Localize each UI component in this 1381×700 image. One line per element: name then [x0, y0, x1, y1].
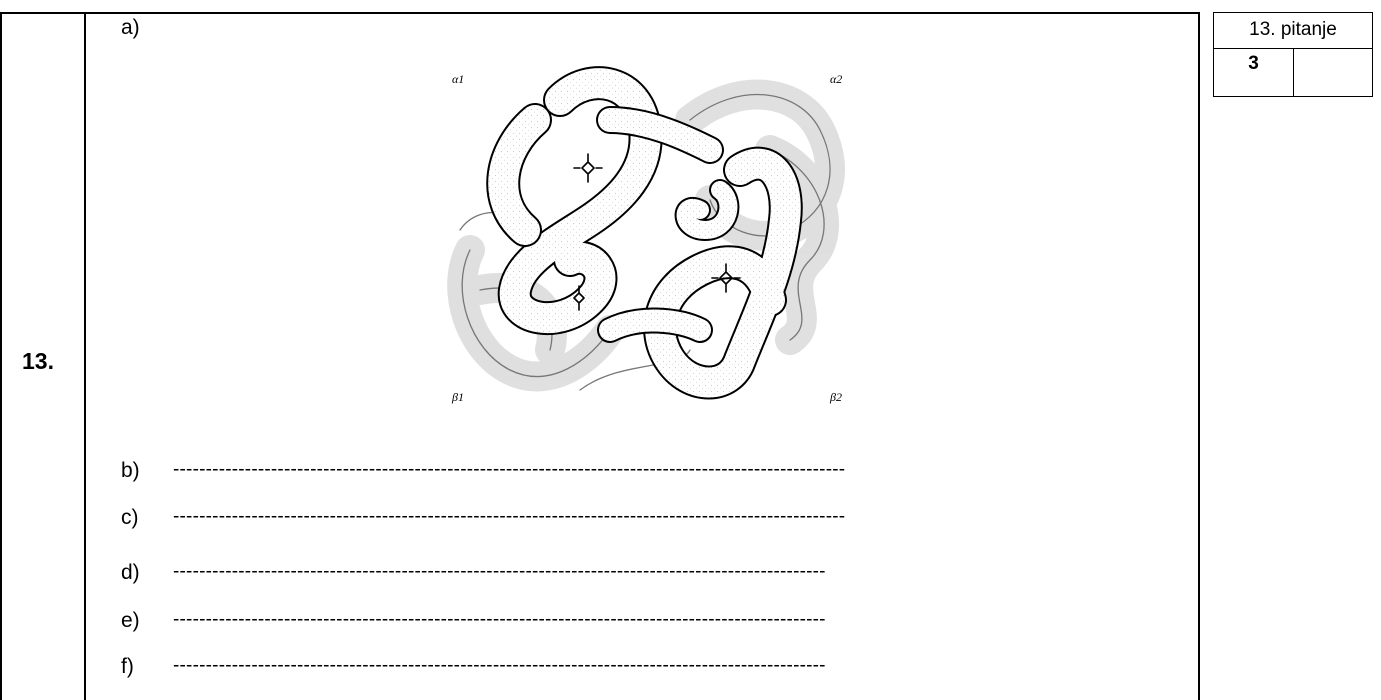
answer-row-d: d) -------------------------------------…	[121, 561, 1181, 589]
answer-label-d: d)	[121, 561, 161, 585]
answer-label-c: c)	[121, 506, 161, 530]
answer-row-b: b) -------------------------------------…	[121, 459, 1181, 487]
max-points: 3	[1214, 49, 1294, 96]
answer-row-f: f) -------------------------------------…	[121, 655, 1181, 683]
content-right-border	[1198, 12, 1200, 700]
score-box: 13. pitanje 3	[1213, 12, 1373, 97]
hemoglobin-figure: α1 α2 β1 β2	[440, 60, 880, 410]
answer-row-e: e) -------------------------------------…	[121, 609, 1181, 637]
number-column-divider	[84, 12, 86, 700]
protein-ribbon-drawing	[440, 60, 880, 410]
answer-line-c[interactable]: ----------------------------------------…	[173, 506, 845, 528]
answer-label-b: b)	[121, 459, 161, 483]
question-number: 13.	[22, 348, 54, 375]
answer-line-e[interactable]: ----------------------------------------…	[173, 609, 826, 631]
score-title: 13. pitanje	[1214, 13, 1372, 49]
earned-points-field[interactable]	[1294, 49, 1372, 96]
answer-label-e: e)	[121, 609, 161, 633]
top-border	[0, 12, 1200, 14]
answer-line-b[interactable]: ----------------------------------------…	[173, 459, 845, 481]
answer-label-f: f)	[121, 655, 161, 679]
answer-row-c: c) -------------------------------------…	[121, 506, 1181, 534]
left-border	[0, 12, 2, 700]
part-a-label: a)	[121, 16, 140, 40]
answer-line-d[interactable]: ----------------------------------------…	[173, 561, 826, 583]
answer-line-f[interactable]: ----------------------------------------…	[173, 655, 826, 677]
